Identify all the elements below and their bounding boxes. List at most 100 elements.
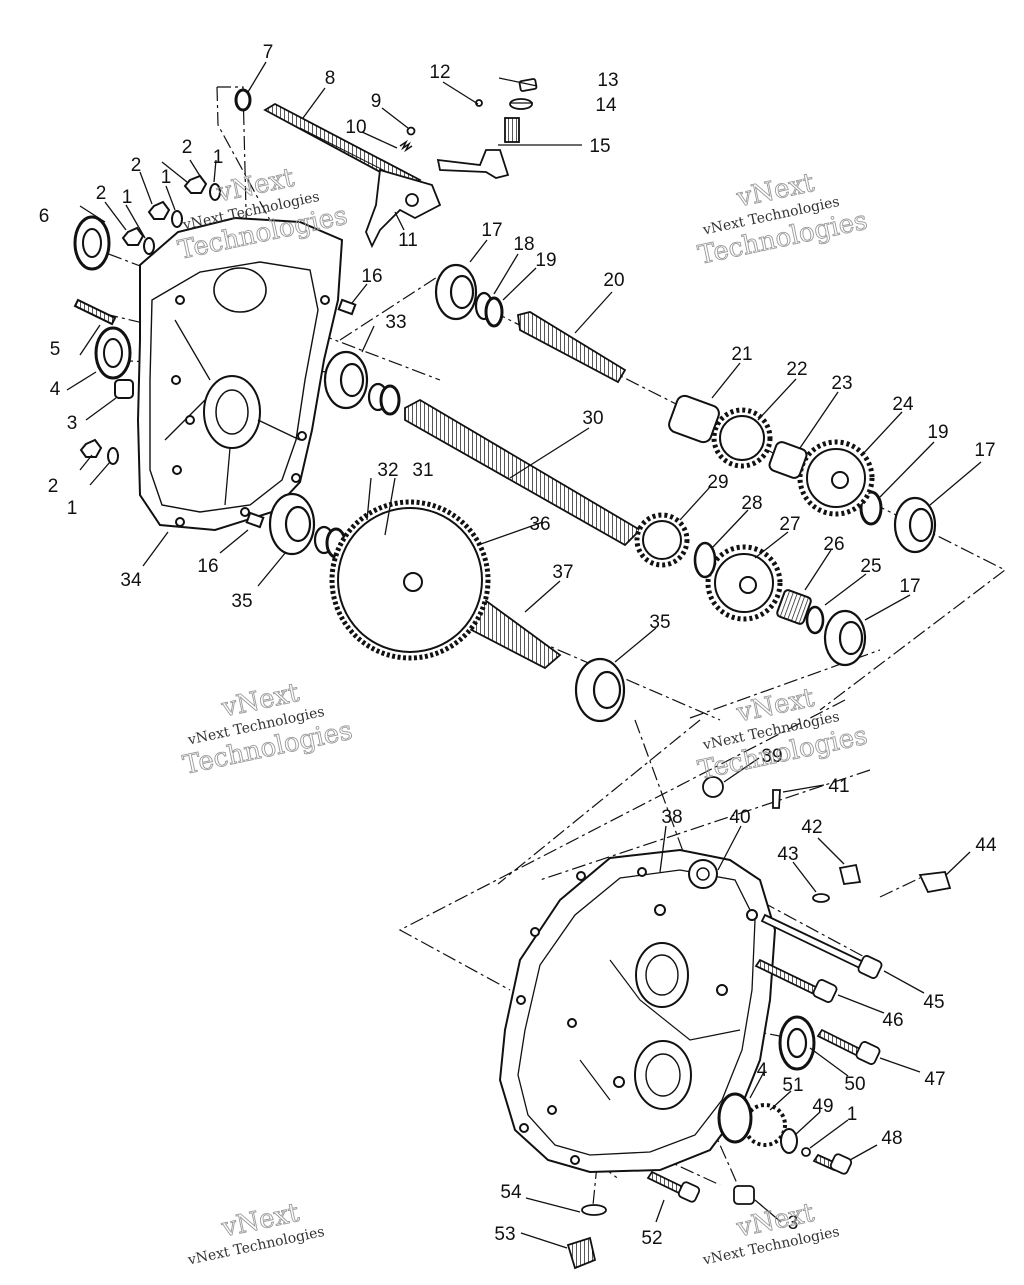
part-15-shifter-arm	[436, 149, 510, 179]
callout-17: 17	[899, 576, 920, 597]
part-39-nut	[702, 776, 724, 798]
part-31-ring	[379, 384, 401, 416]
callout-52: 52	[641, 1228, 662, 1249]
part-45-bolt	[760, 913, 872, 973]
callout-1: 1	[213, 147, 224, 168]
callout-31: 31	[412, 460, 433, 481]
part-54-washer	[581, 1204, 607, 1216]
callout-26: 26	[823, 534, 844, 555]
callout-54: 54	[500, 1182, 522, 1203]
callout-34: 34	[120, 570, 142, 591]
callout-labels: 7 8 12 13 14 15 9 10 2 1 2 1 2 1 6 11 17…	[39, 42, 997, 1249]
bearing-17-top	[434, 263, 478, 321]
part-9-ball	[406, 126, 416, 136]
callout-41: 41	[828, 776, 849, 797]
bearing-33	[323, 350, 369, 410]
callout-1: 1	[847, 1104, 858, 1125]
part-41-pin	[772, 789, 781, 809]
part-2-nut	[147, 200, 171, 220]
callout-6: 6	[39, 206, 50, 227]
gears	[329, 394, 875, 1154]
part-21-bushing	[668, 394, 720, 444]
part-1-washer	[209, 183, 221, 201]
callout-20: 20	[603, 270, 624, 291]
part-16-dowel	[337, 298, 357, 316]
callout-1: 1	[161, 167, 172, 188]
callout-4: 4	[757, 1060, 768, 1081]
right-case-half	[498, 848, 777, 1174]
callout-40: 40	[729, 807, 750, 828]
callout-11: 11	[398, 230, 418, 251]
callout-12: 12	[429, 62, 450, 83]
part-14-washer	[509, 98, 533, 110]
watermark-bottom-left: vNext vNext Technologies	[186, 1197, 326, 1268]
part-42-screw	[838, 863, 862, 885]
part-8-shift-shaft	[263, 102, 422, 190]
part-2-nut	[79, 438, 103, 458]
bearing-35-right	[574, 657, 626, 723]
part-16-dowel	[245, 511, 265, 529]
callout-28: 28	[741, 493, 762, 514]
callout-39: 39	[761, 746, 782, 767]
part-44-fitting	[918, 871, 952, 894]
part-43-washer	[812, 893, 830, 903]
callout-21: 21	[731, 344, 752, 365]
part-10-spring	[399, 139, 413, 153]
callout-15: 15	[589, 136, 610, 157]
part-53-drain-plug	[566, 1236, 597, 1270]
part-3-bushing-lower	[733, 1185, 755, 1205]
callout-2: 2	[131, 155, 142, 176]
callout-49: 49	[812, 1096, 833, 1117]
bearings	[268, 263, 937, 1071]
callout-53: 53	[494, 1224, 515, 1245]
callout-24: 24	[892, 394, 914, 415]
watermark-bottom-right: vNext vNext Technologies	[701, 1197, 841, 1268]
callout-14: 14	[595, 95, 617, 116]
callout-22: 22	[786, 359, 807, 380]
callout-1: 1	[122, 187, 133, 208]
part-7-washer	[234, 88, 252, 112]
part-26-needle-bearing	[776, 589, 812, 625]
part-20-input-shaft	[517, 311, 627, 384]
callout-27: 27	[779, 514, 800, 535]
callout-10: 10	[345, 117, 366, 138]
part-11-shift-fork	[365, 168, 442, 249]
part-1-washer-lower	[801, 1147, 811, 1157]
watermark-top-right: vNext vNext Technologies Technologies	[695, 167, 870, 271]
callout-42: 42	[801, 817, 822, 838]
callout-7: 7	[263, 42, 274, 63]
callout-38: 38	[661, 807, 682, 828]
callout-19: 19	[535, 250, 556, 271]
callout-45: 45	[923, 992, 944, 1013]
part-49-washer	[780, 1128, 798, 1154]
bearing-17-mid	[893, 496, 937, 554]
callout-30: 30	[582, 408, 603, 429]
part-5-stud	[73, 298, 117, 326]
shifter-arm-assembly	[436, 78, 538, 179]
callout-32: 32	[377, 460, 398, 481]
watermark-mid-left: vNext vNext Technologies Technologies	[180, 677, 355, 781]
callout-50: 50	[844, 1074, 865, 1095]
callout-23: 23	[831, 373, 852, 394]
part-13-retainer	[518, 78, 538, 92]
callout-3: 3	[788, 1213, 799, 1234]
callout-16: 16	[361, 266, 382, 287]
part-30-main-shaft	[404, 398, 642, 547]
shift-shaft-assembly	[234, 88, 442, 249]
part-47-bolt	[816, 1028, 864, 1058]
callout-46: 46	[882, 1010, 903, 1031]
callout-35: 35	[231, 591, 252, 612]
case-bolts	[566, 776, 952, 1270]
callout-44: 44	[975, 835, 997, 856]
callout-29: 29	[707, 472, 728, 493]
bearing-17-low	[823, 609, 867, 667]
callout-9: 9	[371, 91, 382, 112]
part-4-seal-lower	[717, 1092, 753, 1144]
callout-16: 16	[197, 556, 218, 577]
part-2-nut	[121, 226, 145, 246]
callout-8: 8	[325, 68, 336, 89]
callout-2: 2	[182, 137, 193, 158]
callout-43: 43	[777, 844, 798, 865]
